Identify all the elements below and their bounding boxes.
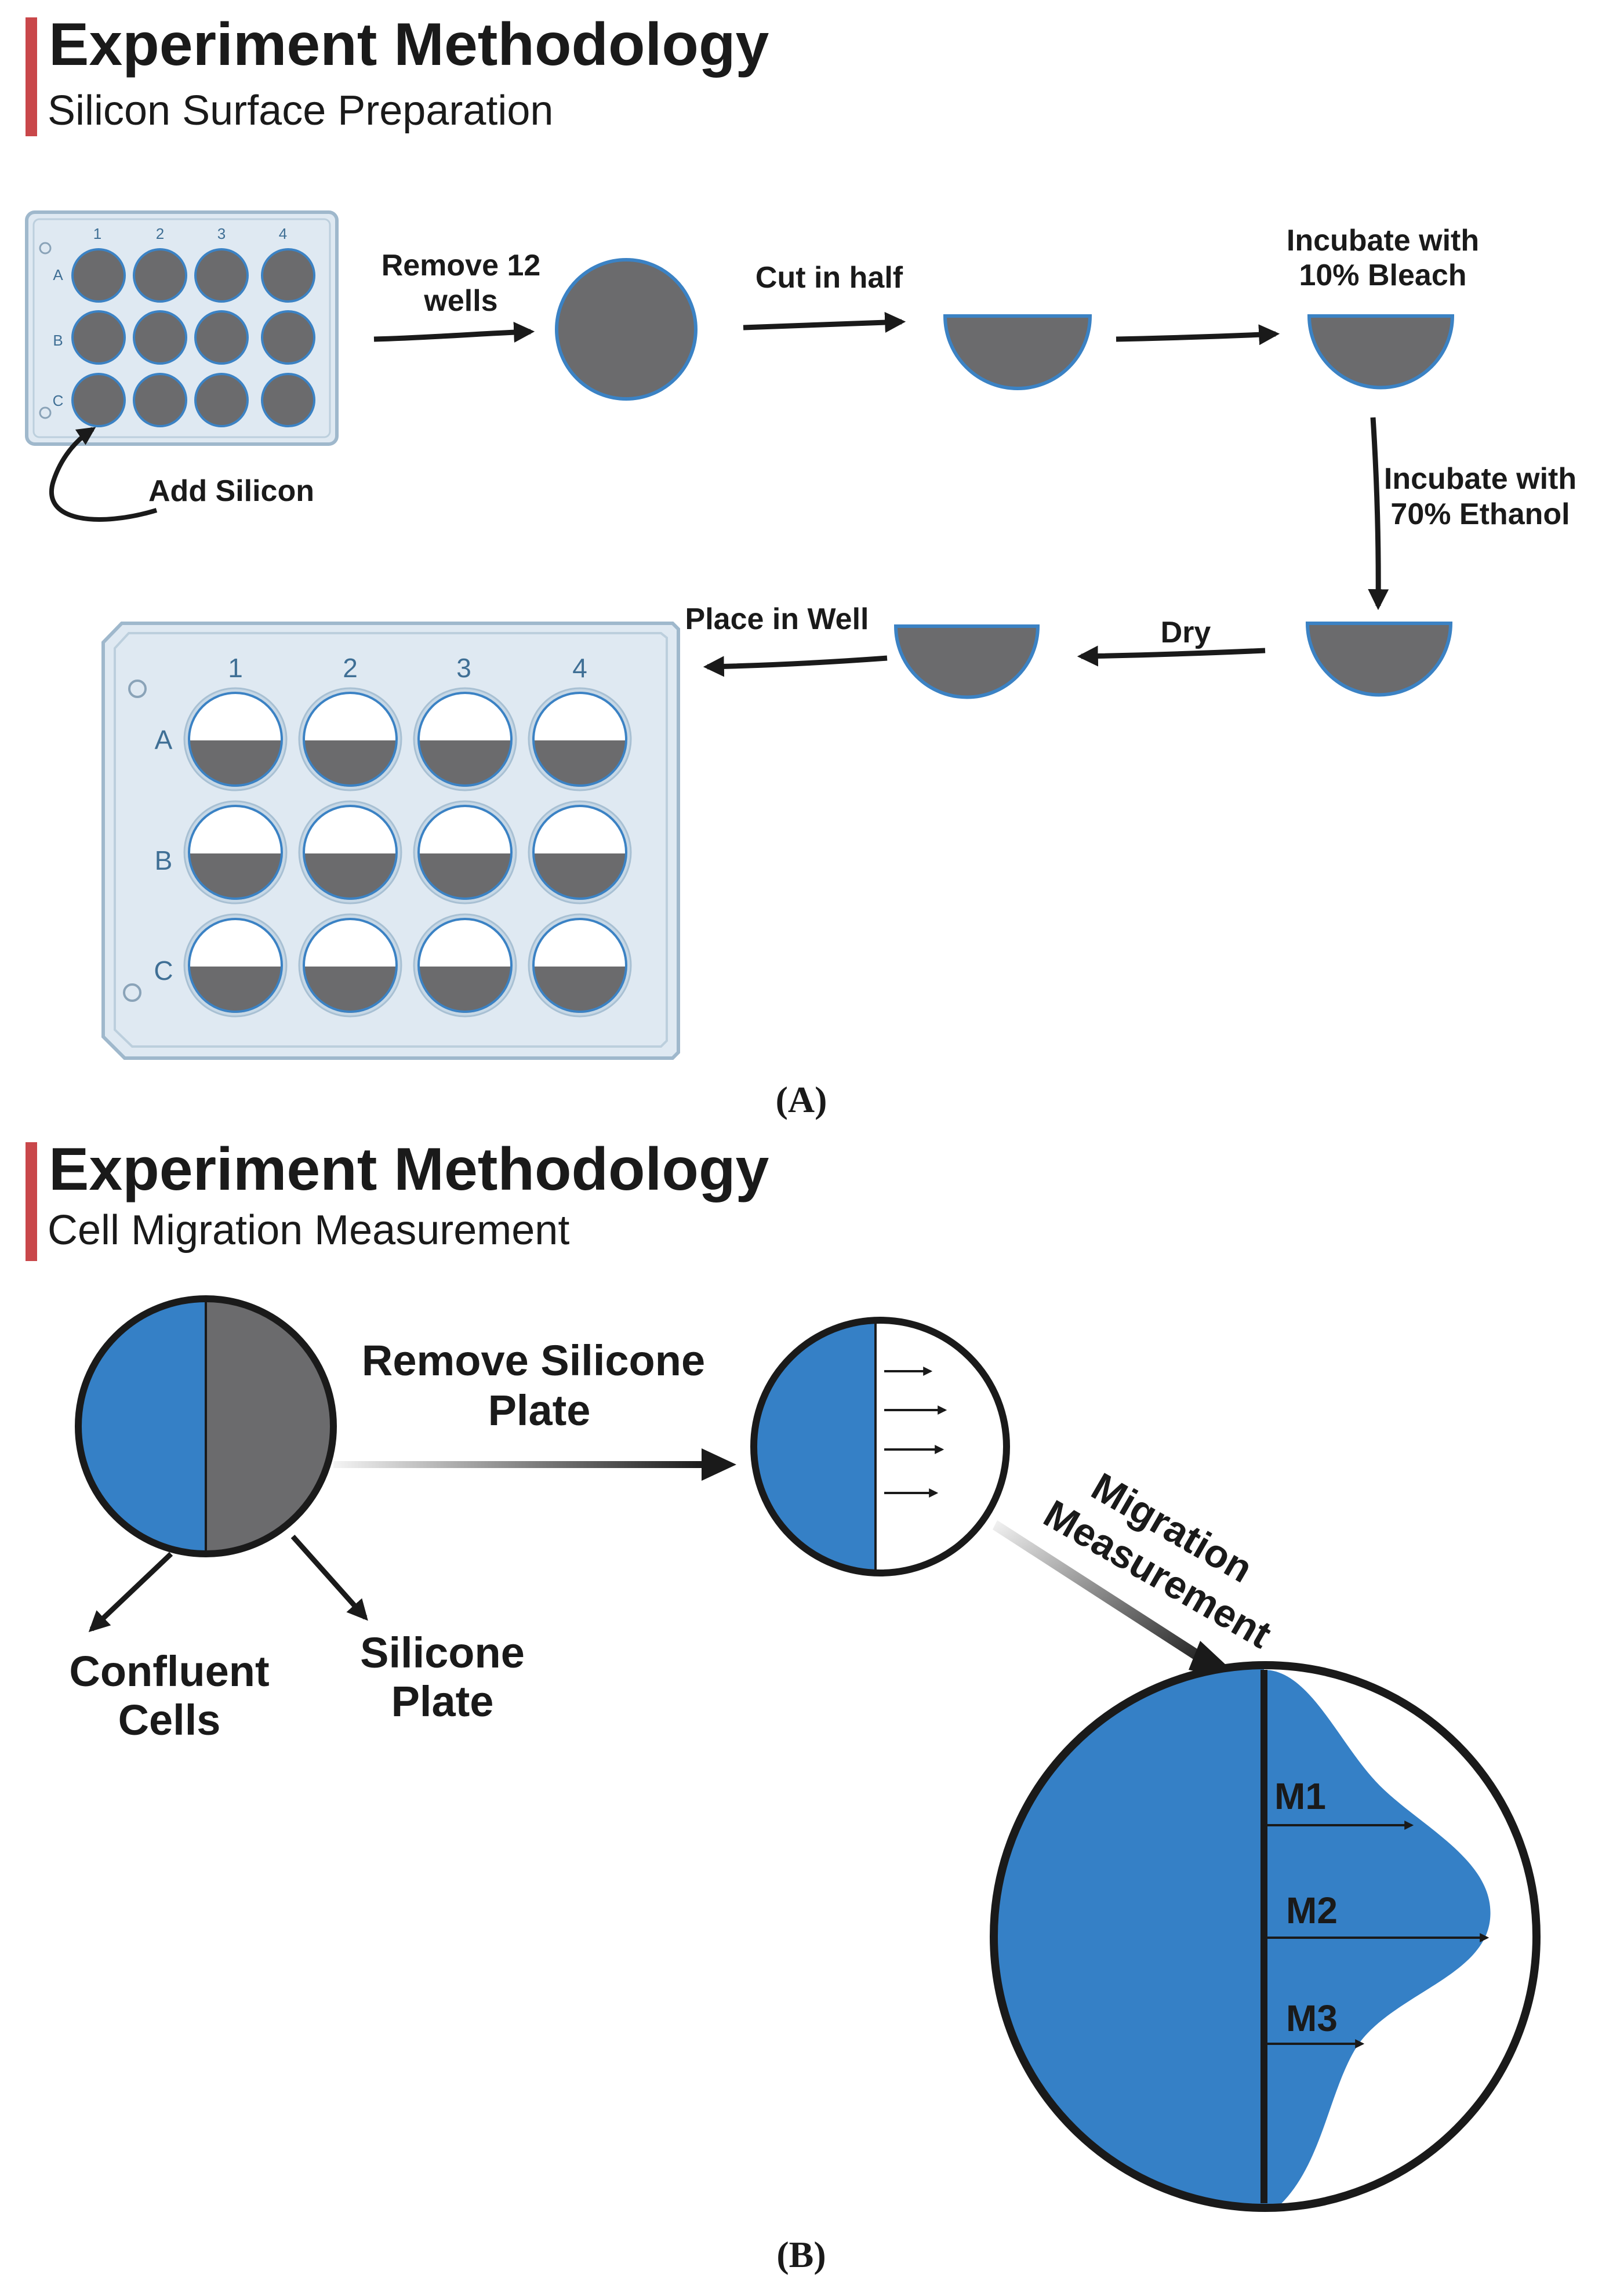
large-well-plate: 1 2 3 4 A B C [101, 622, 680, 1060]
silicon-well [133, 310, 187, 365]
row-label: C [53, 392, 64, 409]
well-with-half-disc [413, 800, 517, 904]
cut-label: Cut in half [755, 261, 903, 295]
place-arrow [703, 655, 888, 677]
remove-silicone-label: Plate [488, 1386, 591, 1434]
panel-b-subtitle: Cell Migration Measurement [48, 1207, 569, 1254]
confluent-pointer-arrow [88, 1552, 173, 1632]
panel-b-caption: (B) [776, 2234, 826, 2275]
silicone-label: Silicone [360, 1629, 525, 1677]
panel-a-caption: (A) [776, 1079, 827, 1120]
silicon-well [71, 310, 126, 365]
remove-wells-label: Remove 12 [382, 249, 541, 282]
row-label: C [154, 956, 173, 986]
migration-front [1264, 1670, 1491, 2208]
ethanol-arrow [1368, 417, 1389, 611]
remove-wells-label: wells [423, 284, 497, 318]
add-silicon-arrow [49, 427, 158, 522]
well-with-half-disc [528, 800, 632, 904]
small-well-plate: 1 2 3 4 A B C [25, 210, 339, 446]
bleach-label: 10% Bleach [1299, 259, 1466, 292]
m3-label: M3 [1286, 1997, 1338, 2039]
bleach-label: Incubate with [1287, 224, 1479, 257]
ethanol-label: 70% Ethanol [1390, 497, 1570, 531]
row-label: A [53, 266, 63, 284]
well-with-half-disc [528, 687, 632, 791]
add-silicon-label: Add Silicon [148, 474, 314, 508]
column-label: 2 [343, 653, 358, 683]
column-label: 3 [456, 653, 471, 683]
plate-notch-icon [128, 680, 147, 698]
silicon-well [261, 310, 315, 365]
measurement-well: M1 M2 M3 [990, 1661, 1541, 2212]
silicon-well [194, 373, 249, 427]
m2-label: M2 [1286, 1890, 1338, 1931]
well-with-half-disc [183, 800, 288, 904]
initial-well [75, 1295, 337, 1557]
plate-notch-icon [39, 406, 52, 419]
panel-a-subtitle: Silicon Surface Preparation [48, 88, 553, 134]
silicon-disc [555, 258, 698, 401]
well-with-half-disc [183, 913, 288, 1018]
title-accent-bar [26, 1142, 37, 1261]
remove-silicone-arrow [333, 1461, 704, 1468]
well-with-half-disc [413, 687, 517, 791]
silicon-well [71, 373, 126, 427]
panel-b: Experiment Methodology Cell Migration Me… [26, 1136, 1541, 2275]
opened-well [750, 1317, 1010, 1576]
migration-arrow [993, 1520, 1212, 1667]
half-disc-dry [893, 624, 1040, 699]
plate-notch-icon [123, 983, 141, 1002]
silicon-well [194, 248, 249, 303]
column-label: 4 [279, 225, 287, 242]
m1-label: M1 [1274, 1775, 1326, 1817]
silicon-well [133, 373, 187, 427]
well-with-half-disc [183, 687, 288, 791]
silicon-well [71, 248, 126, 303]
confluent-label: Confluent [69, 1647, 269, 1695]
confluent-label: Cells [118, 1696, 221, 1744]
well-with-half-disc [298, 913, 402, 1018]
row-label: B [155, 845, 173, 875]
well-with-half-disc [298, 800, 402, 904]
silicon-well [194, 310, 249, 365]
column-label: 2 [156, 225, 164, 242]
silicon-well [261, 373, 315, 427]
column-label: 1 [228, 653, 243, 683]
half-disc-ethanol [1305, 622, 1453, 697]
well-with-half-disc [298, 687, 402, 791]
small-plate-wells [71, 248, 315, 427]
large-plate-wells [183, 687, 632, 1018]
panel-b-title: Experiment Methodology [49, 1136, 769, 1203]
title-accent-bar [26, 17, 37, 136]
place-label: Place in Well [685, 602, 869, 636]
silicon-well [133, 248, 187, 303]
bleach-arrow [1116, 324, 1280, 346]
column-label: 1 [93, 225, 101, 242]
remove-arrow [373, 322, 535, 343]
panel-a: Experiment Methodology Silicon Surface P… [25, 11, 1576, 1120]
well-with-half-disc [413, 913, 517, 1018]
remove-silicone-label: Remove Silicone [362, 1336, 705, 1385]
cut-arrow [743, 312, 906, 333]
panel-a-title: Experiment Methodology [49, 11, 769, 78]
column-label: 4 [572, 653, 587, 683]
row-label: B [53, 332, 63, 349]
silicone-pointer-arrow [290, 1535, 368, 1621]
remove-silicone-arrowhead-icon [702, 1448, 736, 1481]
half-disc [943, 314, 1092, 390]
ethanol-label: Incubate with [1384, 462, 1576, 496]
column-label: 3 [217, 225, 226, 242]
plate-notch-icon [39, 242, 52, 255]
dry-label: Dry [1161, 616, 1211, 649]
dry-arrow [1077, 645, 1266, 667]
silicon-well [261, 248, 315, 303]
well-with-half-disc [528, 913, 632, 1018]
migration-direction-arrows [884, 1367, 947, 1498]
half-disc-bleach [1307, 314, 1455, 390]
silicone-label: Plate [391, 1677, 494, 1725]
row-label: A [155, 725, 173, 755]
